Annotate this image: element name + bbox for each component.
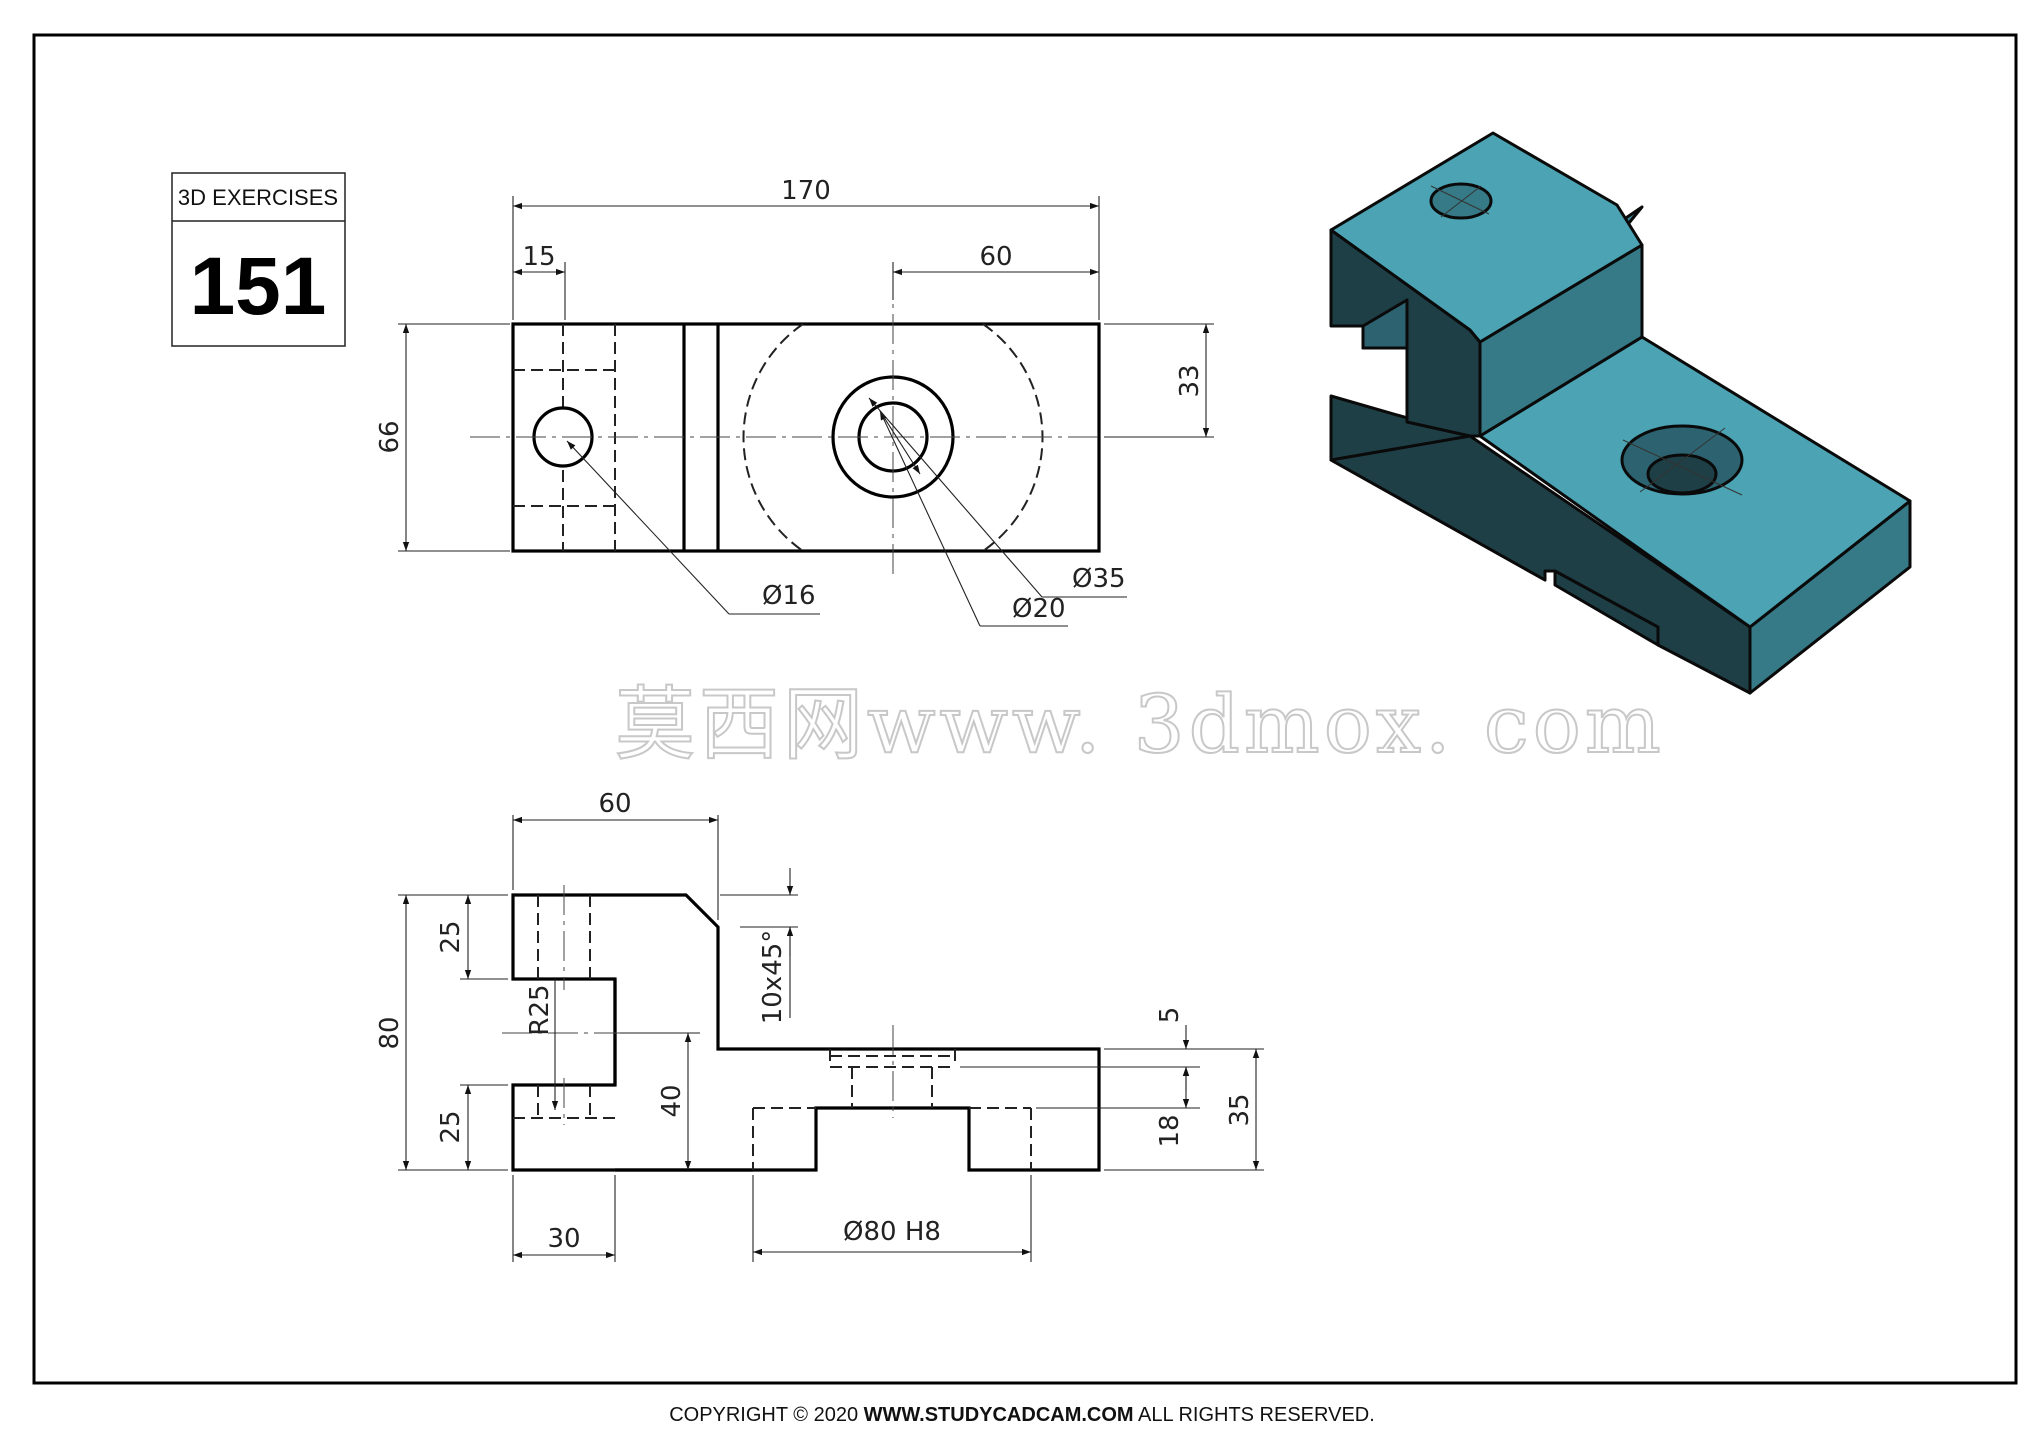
copyright-prefix: COPYRIGHT © 2020 <box>669 1404 863 1426</box>
dim-bore-fit: Ø80 H8 <box>843 1217 941 1247</box>
isometric-view <box>1329 131 1912 695</box>
dim-through-hole: Ø20 <box>1012 594 1066 624</box>
title-block-label: 3D EXERCISES <box>178 185 338 210</box>
front-view: 60 10x45° 25 25 80 R25 40 5 18 35 30 Ø80… <box>375 789 1264 1262</box>
dim-radius: R25 <box>525 984 555 1035</box>
dim-cbore-depth: 5 <box>1155 1007 1185 1024</box>
dim-width: 66 <box>375 420 405 453</box>
dim-bottom-jaw: 25 <box>436 1110 466 1143</box>
dim-top-jaw: 25 <box>436 920 466 953</box>
dim-height: 80 <box>375 1016 405 1049</box>
copyright-site: WWW.STUDYCADCAM.COM <box>864 1404 1134 1426</box>
dim-left-offset: 15 <box>522 242 555 272</box>
copyright-suffix: ALL RIGHTS RESERVED. <box>1134 1404 1375 1426</box>
dim-counterbore: Ø35 <box>1072 564 1126 594</box>
dim-small-hole: Ø16 <box>762 581 816 611</box>
top-view: 170 15 60 66 33 Ø16 Ø35 Ø20 <box>375 176 1214 627</box>
title-block: 3D EXERCISES 151 <box>171 172 346 347</box>
dim-slot-depth: 40 <box>657 1084 687 1117</box>
dim-overall-length: 170 <box>781 176 831 206</box>
dim-chamfer: 10x45° <box>758 930 788 1025</box>
watermark: 莫西网www. 3dmox. com <box>615 678 1665 771</box>
dim-boss-height: 18 <box>1155 1114 1185 1147</box>
dim-base-height: 35 <box>1225 1093 1255 1126</box>
dim-right-offset: 60 <box>979 242 1012 272</box>
sheet-border <box>32 33 2018 1385</box>
dim-top-length: 60 <box>598 789 631 819</box>
copyright-footer: COPYRIGHT © 2020 WWW.STUDYCADCAM.COM ALL… <box>669 1404 1375 1426</box>
dim-half-width: 33 <box>1175 364 1205 397</box>
top-view-outline <box>511 322 1101 553</box>
exercise-number: 151 <box>190 241 327 332</box>
dim-jaw-width: 30 <box>547 1224 580 1254</box>
